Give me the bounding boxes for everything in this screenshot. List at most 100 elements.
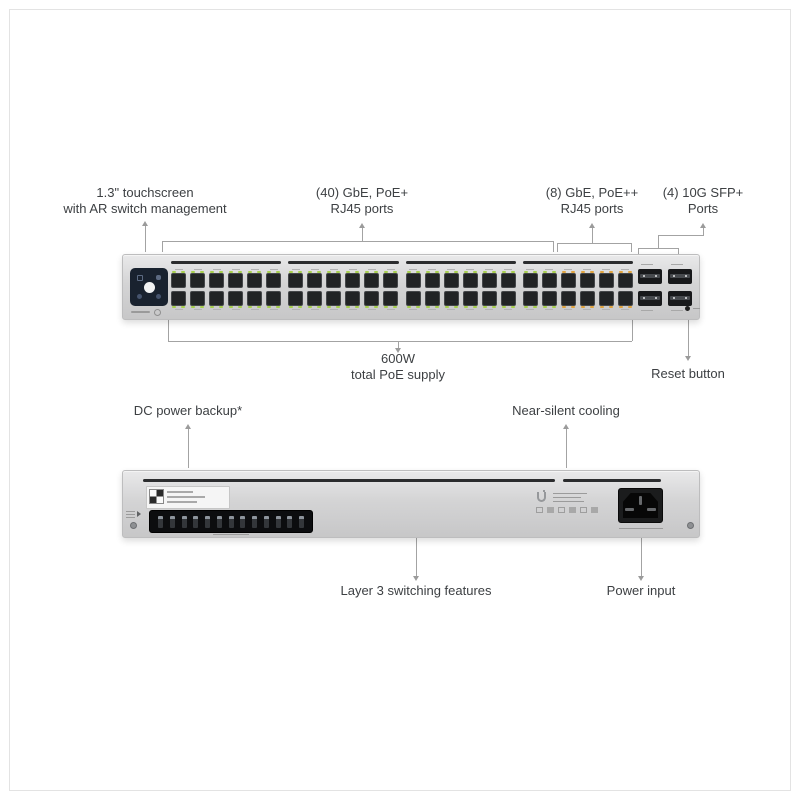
poe-led — [551, 271, 556, 273]
port-number-mark — [291, 269, 300, 270]
port-number-mark — [329, 269, 338, 270]
port-number-mark — [367, 309, 376, 310]
ubiquiti-logo-dot — [543, 490, 545, 492]
poe-led — [248, 271, 253, 273]
rj45-port-column — [345, 268, 361, 310]
port-number-mark — [174, 309, 183, 310]
rj45-port-column — [617, 268, 633, 310]
callout-poe-pp-line2: RJ45 ports — [560, 201, 624, 216]
rj45-port — [228, 269, 244, 288]
callout-cooling: Near-silent cooling — [512, 403, 620, 418]
rj45-ports — [170, 261, 634, 314]
rj45-port — [598, 291, 614, 310]
sfp-pin — [643, 296, 645, 299]
poe-led — [434, 306, 439, 308]
arrowhead — [700, 223, 706, 228]
poe-led — [317, 271, 322, 273]
rj45-port-row — [405, 268, 517, 310]
sticker-text-mark — [167, 496, 205, 498]
port-number-mark — [621, 269, 630, 270]
poe-led — [570, 271, 575, 273]
port-number-mark — [310, 269, 319, 270]
sfp-label-mark — [641, 310, 653, 311]
poe-led — [365, 271, 370, 273]
serial-label-sticker — [146, 486, 230, 509]
cert-mark — [536, 507, 543, 513]
port-number-mark — [526, 309, 535, 310]
rj45-port-column — [424, 268, 440, 310]
callout-poe-supply: 600W total PoE supply — [351, 351, 445, 383]
poe-led — [172, 306, 176, 308]
rj45-port — [247, 291, 263, 310]
rj45-port — [617, 291, 633, 310]
poe-led — [406, 306, 411, 308]
vent-slot — [171, 261, 282, 264]
image-border-frame — [9, 9, 791, 791]
rj45-port-column — [522, 268, 538, 310]
poe-led — [551, 306, 556, 308]
callout-layer3: Layer 3 switching features — [340, 583, 492, 598]
screen-square-icon — [137, 275, 143, 281]
certification-marks — [536, 507, 598, 513]
poe-led — [523, 271, 528, 273]
rj45-port — [190, 291, 206, 310]
poe-led — [248, 306, 253, 308]
port-number-mark — [466, 269, 475, 270]
poe-led — [200, 306, 205, 308]
arrowhead — [142, 221, 148, 226]
vent-slot — [405, 261, 516, 264]
poe-led — [510, 271, 515, 273]
rj45-port — [462, 269, 478, 288]
arrowhead — [685, 356, 691, 361]
port-number-mark — [485, 309, 494, 310]
poe-led — [219, 271, 224, 273]
rj45-port — [522, 269, 538, 288]
rating-label-mark — [619, 528, 663, 529]
rj45-port-group — [405, 261, 517, 314]
inlet-pin — [647, 508, 656, 511]
rj45-port — [209, 291, 225, 310]
port-number-mark — [583, 269, 592, 270]
rj45-port — [579, 269, 595, 288]
rj45-port — [481, 291, 497, 310]
reset-button — [685, 306, 690, 311]
sfp-pin — [685, 296, 687, 299]
sfp-pin — [685, 275, 687, 277]
port-number-mark — [447, 269, 456, 270]
rj45-port-row — [170, 268, 282, 310]
rj45-port — [405, 269, 421, 288]
connector-line — [658, 235, 704, 236]
rj45-port-column — [190, 268, 206, 310]
cert-mark — [569, 507, 576, 513]
poe-led — [393, 306, 398, 308]
rj45-port — [364, 291, 380, 310]
callout-poe-supply-line2: total PoE supply — [351, 367, 445, 382]
vent-slot — [563, 479, 661, 482]
sfp-pin — [673, 296, 675, 299]
port-number-mark — [212, 309, 221, 310]
rj45-port-column — [405, 268, 421, 310]
port-number-mark — [310, 309, 319, 310]
sfp-pin — [655, 275, 657, 277]
rj45-port — [462, 291, 478, 310]
callout-poe-supply-line1: 600W — [381, 351, 415, 366]
rj45-port — [288, 269, 304, 288]
panel-text-mark — [126, 517, 135, 518]
poe-led — [276, 271, 281, 273]
rj45-port — [541, 269, 557, 288]
dc-pin — [228, 515, 234, 528]
rj45-port-column — [228, 268, 244, 310]
port-number-mark — [291, 309, 300, 310]
inlet-pin — [625, 508, 634, 511]
callout-poe-pp-ports: (8) GbE, PoE++ RJ45 ports — [546, 185, 639, 217]
callout-poe-plus-line1: (40) GbE, PoE+ — [315, 185, 409, 200]
dc-pin — [169, 515, 175, 528]
rj45-port-column — [171, 268, 186, 310]
poe-led — [570, 306, 575, 308]
poe-led — [298, 271, 303, 273]
brand-text-mark — [131, 311, 150, 313]
sfp-label-mark — [671, 264, 683, 265]
poe-led — [444, 271, 449, 273]
rj45-port-column — [579, 268, 595, 310]
